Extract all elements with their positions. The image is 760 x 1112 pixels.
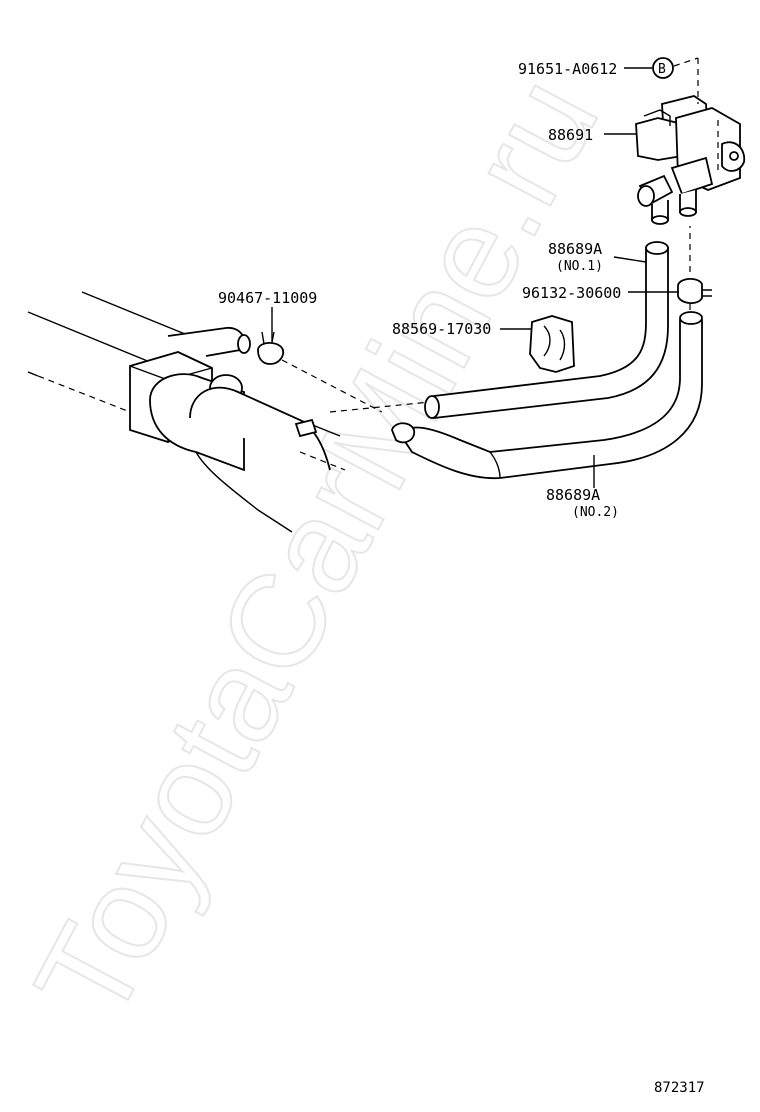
part-label-91651-A0612: 91651-A0612 [518, 60, 617, 78]
part-note-no1: (NO.1) [556, 259, 603, 274]
hose-clamp-left [257, 331, 285, 365]
callout-letter: B [658, 62, 666, 77]
engine-assembly [27, 291, 346, 533]
watermark: ToyotaCarMine.ru [7, 54, 626, 1043]
part-label-88689A-no1: 88689A [548, 240, 602, 258]
hose-no1 [424, 241, 669, 420]
hose-no2 [391, 311, 703, 480]
vsv-valve [635, 95, 746, 225]
part-label-88689A-no2: 88689A [546, 486, 600, 504]
part-label-88691: 88691 [548, 126, 593, 144]
part-label-96132-30600: 96132-30600 [522, 284, 621, 302]
part-note-no2: (NO.2) [572, 505, 619, 520]
hose-clamp-small [677, 278, 712, 304]
part-label-90467-11009: 90467-11009 [218, 289, 317, 307]
double-clamp [529, 315, 575, 373]
figure-number: 872317 [654, 1080, 705, 1096]
part-label-88569-17030: 88569-17030 [392, 320, 491, 338]
callout-b-circle [652, 57, 674, 79]
